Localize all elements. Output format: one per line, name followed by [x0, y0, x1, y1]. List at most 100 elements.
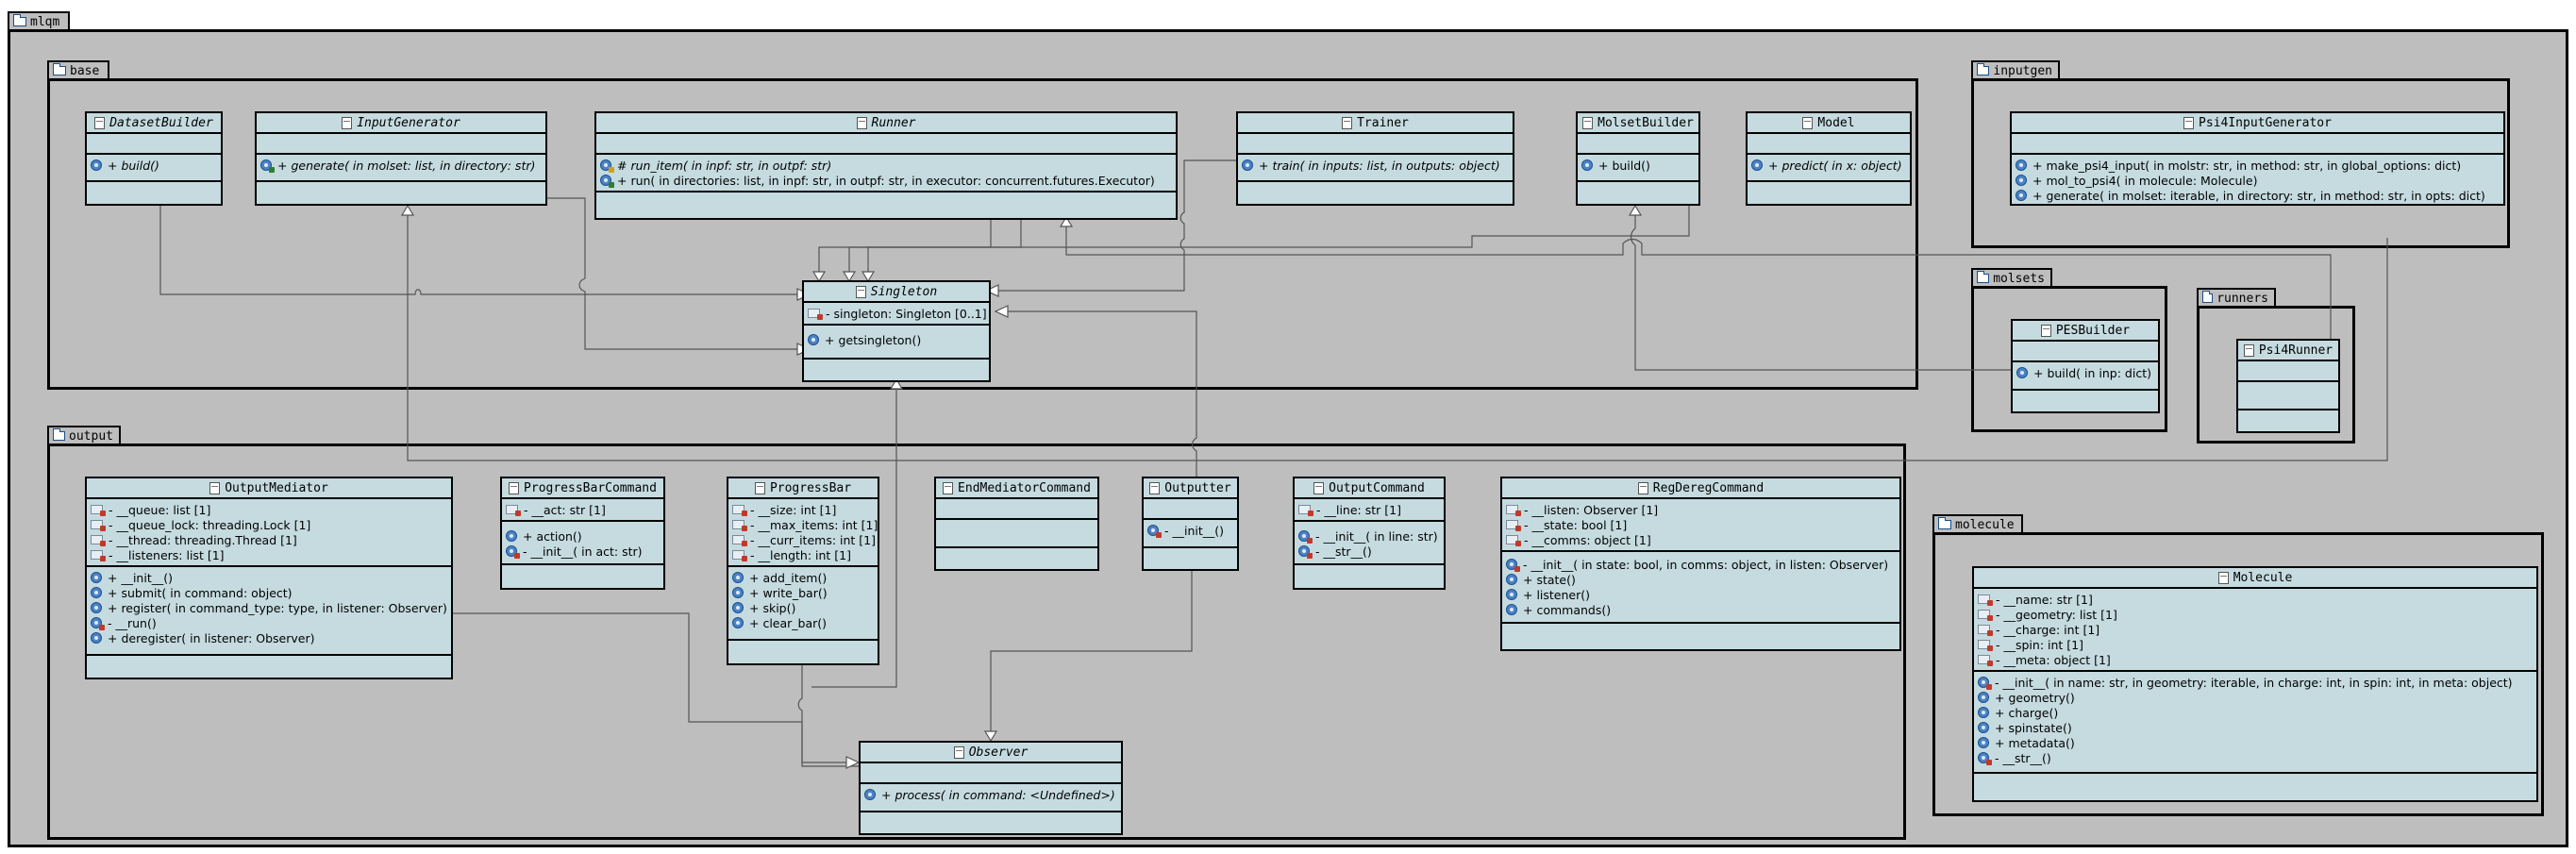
package-tab-molsets: molsets — [1971, 268, 2052, 287]
attribute-row: - __geometry: list [1] — [1978, 607, 2533, 622]
class-name: OutputCommand — [1329, 480, 1425, 495]
class-header: Trainer — [1238, 113, 1513, 134]
method-text: + build() — [1598, 158, 1650, 173]
class-header: OutputMediator — [87, 478, 451, 499]
class-name: DatasetBuilder — [109, 115, 213, 130]
class-regderegcommand[interactable]: RegDeregCommand - __listen: Observer [1]… — [1500, 477, 1901, 651]
methods-section: + predict( in x: object) — [1748, 155, 1910, 182]
method-row: + add_item() — [732, 570, 874, 585]
attributes-section — [1748, 134, 1910, 155]
extra-section — [804, 360, 989, 380]
class-name: Runner — [871, 115, 916, 130]
attributes-section: - __act: str [1] — [502, 499, 663, 522]
class-name: RegDeregCommand — [1652, 480, 1765, 495]
methods-section — [936, 520, 1097, 548]
method-text: + add_item() — [749, 570, 828, 585]
method-row: + getsingleton() — [808, 332, 985, 347]
class-name: Outputter — [1164, 480, 1231, 495]
class-progressbarcommand[interactable]: ProgressBarCommand - __act: str [1] + ac… — [500, 477, 665, 590]
methods-section: + build() — [1578, 155, 1698, 182]
attribute-icon — [91, 535, 106, 546]
class-icon — [1802, 116, 1814, 129]
attributes-section — [2013, 342, 2158, 362]
edge-runner-singleton-b — [848, 220, 1022, 272]
method-row: + write_bar() — [732, 585, 874, 600]
method-row: + state() — [1506, 572, 1896, 587]
class-pesbuilder[interactable]: PESBuilder + build( in inp: dict) — [2011, 319, 2160, 413]
attribute-text: - __listeners: list [1] — [109, 547, 225, 562]
class-outputter[interactable]: Outputter - __init__() — [1142, 477, 1239, 571]
edge-outputmediator-observer — [453, 612, 859, 763]
package-tab-runners: runners — [2197, 288, 2276, 307]
class-singleton[interactable]: Singleton - singleton: Singleton [0..1] … — [802, 280, 991, 382]
attributes-section — [1144, 499, 1237, 520]
class-trainer[interactable]: Trainer + train( in inputs: list, in out… — [1236, 111, 1514, 206]
method-text: + action() — [523, 528, 582, 544]
extra-section — [1502, 624, 1899, 645]
class-molsetbuilder[interactable]: MolsetBuilder + build() — [1576, 111, 1700, 206]
attributes-section — [861, 763, 1121, 784]
method-icon — [1978, 752, 1992, 765]
method-text: + build( in inp: dict) — [2033, 365, 2151, 380]
class-icon — [2243, 343, 2254, 357]
methods-section: + getsingleton() — [804, 326, 989, 360]
attribute-text: - __curr_items: int [1] — [750, 532, 877, 547]
method-icon — [732, 602, 744, 613]
method-text: - __init__( in name: str, in geometry: i… — [1995, 675, 2513, 690]
method-text: + spinstate() — [1995, 720, 2072, 735]
method-text: - __str__() — [1315, 544, 1372, 559]
class-datasetbuilder[interactable]: DatasetBuilder + build() — [85, 111, 223, 206]
method-row: # run_item( in inpf: str, in outpf: str) — [600, 158, 1172, 173]
method-text: + submit( in command: object) — [108, 585, 293, 600]
inheritance-arrowhead — [889, 377, 904, 390]
method-row: - __init__( in line: str) — [1298, 528, 1440, 544]
attribute-icon — [1506, 505, 1521, 516]
attributes-section — [257, 134, 545, 155]
method-row: - __run() — [91, 615, 447, 630]
attribute-text: - __act: str [1] — [524, 502, 606, 517]
method-text: + train( in inputs: list, in outputs: ob… — [1259, 158, 1500, 173]
class-name: Psi4Runner — [2258, 343, 2333, 358]
class-outputcommand[interactable]: OutputCommand - __line: str [1] - __init… — [1293, 477, 1446, 590]
class-molecule[interactable]: Molecule - __name: str [1] - __geometry:… — [1972, 566, 2538, 802]
class-psi4runner[interactable]: Psi4Runner — [2236, 339, 2340, 433]
class-name: InputGenerator — [357, 115, 460, 130]
class-icon — [2040, 324, 2051, 337]
method-row: + clear_bar() — [732, 615, 874, 630]
attribute-icon — [1978, 625, 1993, 636]
class-model[interactable]: Model + predict( in x: object) — [1746, 111, 1912, 206]
class-outputmediator[interactable]: OutputMediator - __queue: list [1] - __q… — [85, 477, 453, 679]
class-icon — [1637, 481, 1648, 494]
class-header: PESBuilder — [2013, 321, 2158, 342]
class-runner[interactable]: Runner # run_item( in inpf: str, in outp… — [594, 111, 1178, 220]
extra-section — [1974, 774, 2536, 795]
class-observer[interactable]: Observer + process( in command: <Undefin… — [859, 741, 1123, 835]
class-psi4inputgenerator[interactable]: Psi4InputGenerator + make_psi4_input( in… — [2010, 111, 2505, 206]
class-inputgenerator[interactable]: InputGenerator + generate( in molset: li… — [255, 111, 547, 206]
method-text: - __str__() — [1995, 750, 2051, 765]
methods-section: + build() — [87, 155, 221, 182]
attribute-text: - __state: bool [1] — [1524, 517, 1628, 532]
folder-icon — [2202, 291, 2214, 303]
class-icon — [856, 116, 867, 129]
package-label: base — [70, 63, 100, 78]
attribute-icon — [91, 520, 106, 531]
method-icon — [1506, 559, 1520, 572]
method-text: + deregister( in listener: Observer) — [108, 630, 315, 645]
method-row: + geometry() — [1978, 690, 2533, 705]
method-text: + generate( in molset: list, in director… — [277, 158, 536, 173]
method-row: + build() — [91, 158, 217, 173]
class-name: Singleton — [870, 284, 938, 299]
method-row: + commands() — [1506, 602, 1896, 617]
class-header: Psi4InputGenerator — [2012, 113, 2503, 134]
method-icon — [91, 632, 102, 644]
attribute-text: - singleton: Singleton [0..1] — [826, 306, 987, 321]
class-progressbar[interactable]: ProgressBar - __size: int [1] - __max_it… — [727, 477, 879, 665]
methods-section: + __init__() + submit( in command: objec… — [87, 567, 451, 656]
class-name: Observer — [968, 745, 1029, 760]
attribute-row: - __meta: object [1] — [1978, 652, 2533, 667]
inheritance-arrowhead — [994, 305, 1009, 318]
method-icon — [808, 334, 819, 345]
class-endmediatorcommand[interactable]: EndMediatorCommand — [934, 477, 1099, 571]
